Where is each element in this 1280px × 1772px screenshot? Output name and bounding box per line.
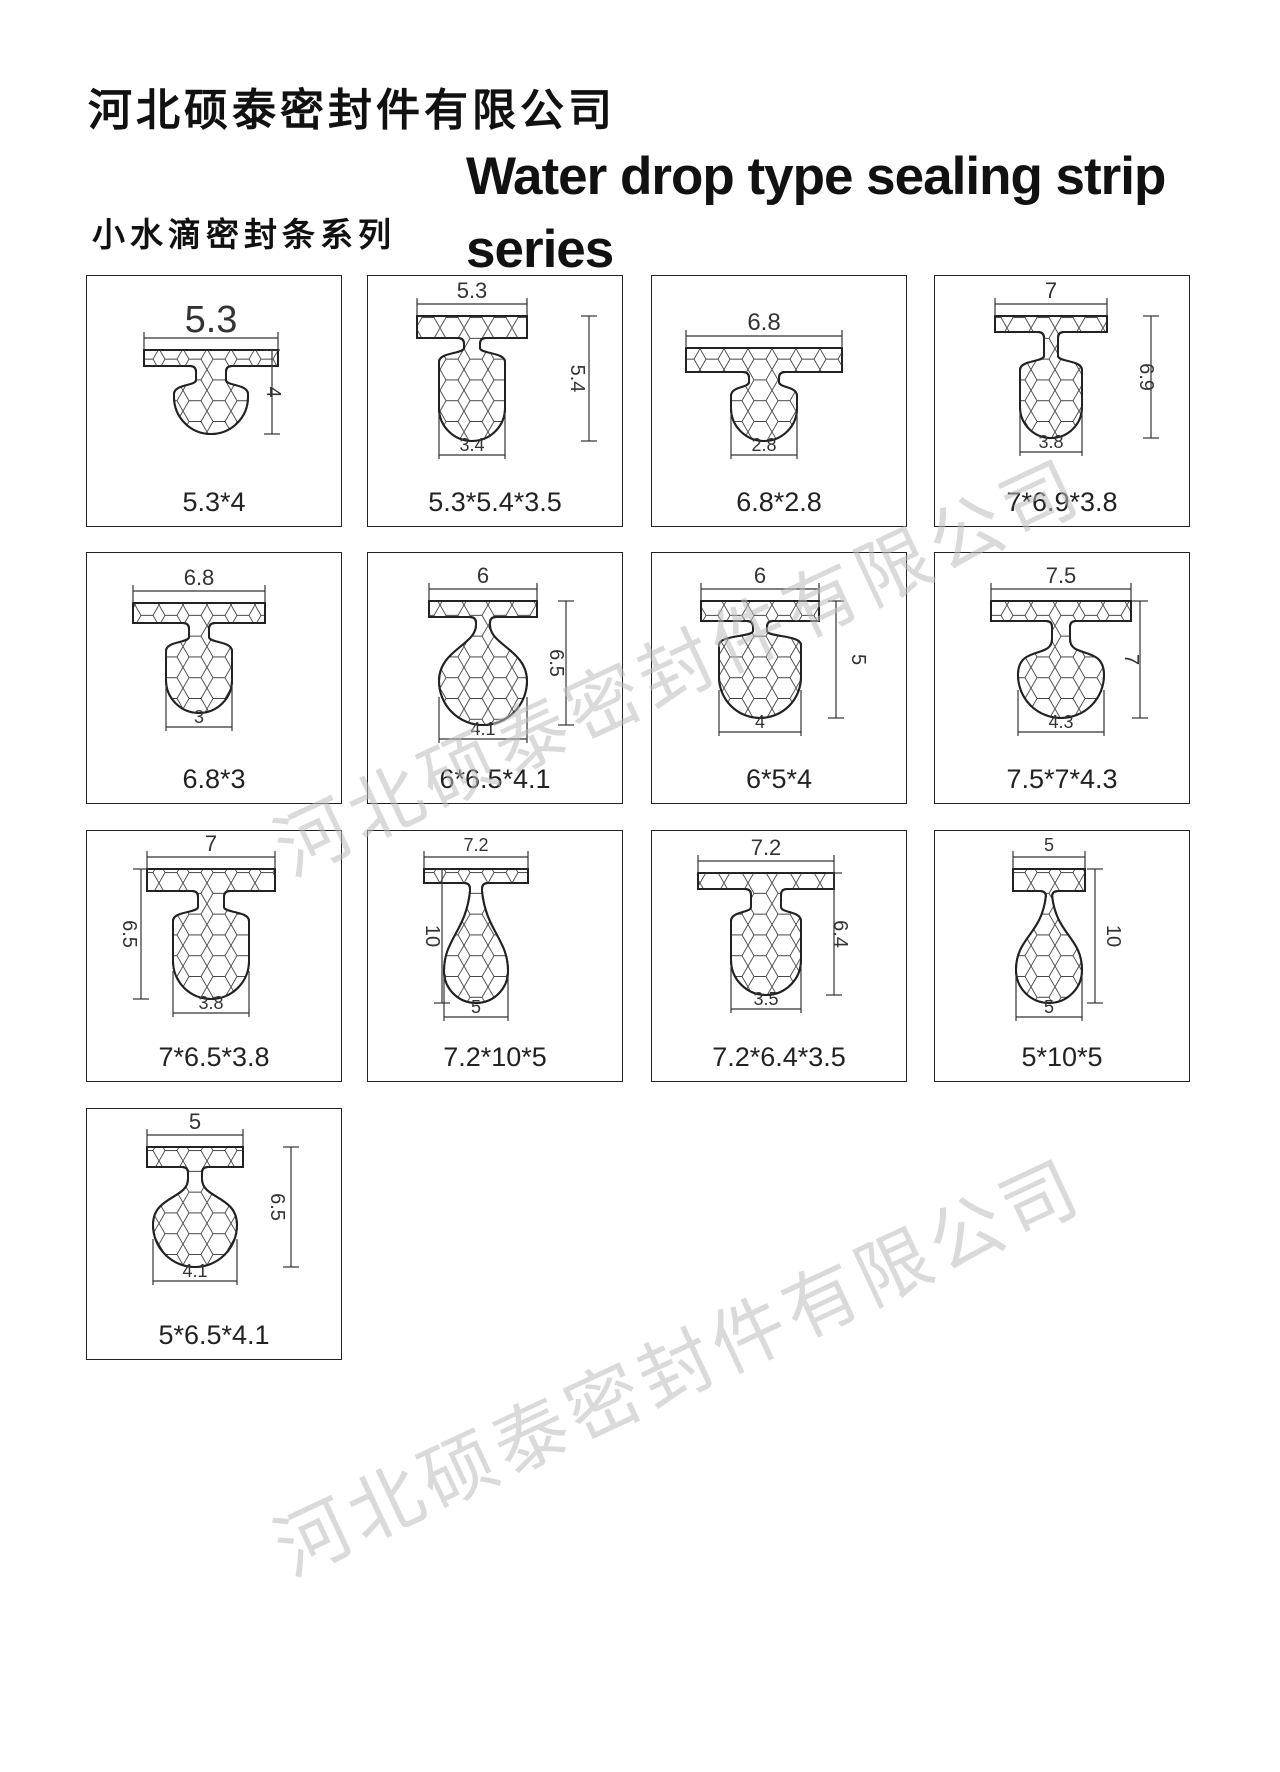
top-width-label: 5.3 [457,278,488,303]
product-size-caption: 6.8*3 [182,764,246,794]
bottom-width-label: 4.1 [470,719,495,739]
seal-profile-drawing: 7.2 10 5 [421,835,529,1021]
product-size-caption: 5.3*4 [182,487,246,517]
bottom-width-label: 5 [471,997,481,1017]
product-card: 6.8 2.8 6.8*2.8 [651,275,907,527]
product-size-caption: 6*5*4 [745,764,813,794]
seal-profile-drawing: 7.5 7 4.3 [990,563,1148,736]
product-card: 7.5 7 4.3 7.5*7*4.3 [934,552,1190,804]
top-width-label: 7.2 [463,835,488,855]
seal-profile-drawing: 5 10 5 [1012,835,1124,1021]
product-size-caption: 7.2*10*5 [443,1042,547,1072]
top-width-label: 7.2 [751,835,782,860]
series-title-en: Water drop type sealing strip series [466,147,1166,279]
bottom-width-label: 5 [1044,997,1054,1017]
product-size-caption: 5*6.5*4.1 [158,1320,270,1350]
seal-profile-drawing: 6 5 4 [700,563,869,736]
seal-profile-drawing: 6 6.5 4.1 [428,563,574,743]
product-card: 7 6.5 3.8 7*6.5*3.8 [86,830,342,1082]
product-card: 5 6.5 4.1 5*6.5*4.1 [86,1108,342,1360]
product-size-caption: 5*10*5 [1021,1042,1103,1072]
bottom-width-label: 4 [755,712,765,732]
height-label: 6.9 [1135,363,1157,391]
product-size-caption: 6*6.5*4.1 [439,764,551,794]
top-width-label: 6 [754,563,766,588]
height-label: 5 [847,654,869,665]
watermark-text: 河北硕泰密封件有限公司 [262,1143,1097,1594]
top-width-label: 6 [477,563,489,588]
top-width-label: 7 [1045,278,1057,303]
height-label: 4 [262,386,284,397]
bottom-width-label: 3.8 [198,993,223,1013]
product-card: 7.2 6.4 3.5 7.2*6.4*3.5 [651,830,907,1082]
top-width-label: 5 [1044,835,1054,855]
top-width-label: 5 [189,1109,201,1134]
top-width-label: 7.5 [1046,563,1077,588]
product-size-caption: 5.3*5.4*3.5 [428,487,562,517]
height-label: 5.4 [566,365,588,393]
seal-profile-drawing: 5 6.5 4.1 [146,1109,299,1285]
top-width-label: 6.8 [747,309,780,336]
bottom-width-label: 4.1 [182,1261,207,1281]
product-size-caption: 7.5*7*4.3 [1006,764,1118,794]
product-card: 5.3 5.4 3.4 5.3*5.4*3.5 [367,275,623,527]
product-card: 6 5 4 6*5*4 [651,552,907,804]
top-width-label: 5.3 [185,299,238,341]
product-size-caption: 7*6.9*3.8 [1006,487,1118,517]
product-card: 5 10 5 5*10*5 [934,830,1190,1082]
height-label: 10 [1102,925,1124,947]
bottom-width-label: 3.8 [1038,432,1063,452]
seal-profile-drawing: 7.2 6.4 3.5 [697,835,851,1013]
seal-profile-drawing: 6.8 2.8 [685,309,843,459]
seal-profile-drawing: 7 6.9 3.8 [994,278,1159,456]
height-label: 10 [421,925,443,947]
bottom-width-label: 3.5 [753,989,778,1009]
top-width-label: 7 [205,831,217,856]
bottom-width-label: 4.3 [1048,712,1073,732]
seal-profile-drawing: 6.83 [132,565,266,731]
product-card: 7 6.9 3.8 7*6.9*3.8 [934,275,1190,527]
bottom-width-label: 3 [194,707,204,727]
bottom-width-label: 2.8 [751,435,776,455]
product-card: 7.2 10 5 7.2*10*5 [367,830,623,1082]
height-label: 7 [1120,654,1142,665]
seal-profile-drawing: 5.34 [143,299,284,435]
height-label: 6.5 [118,920,140,948]
product-size-caption: 7*6.5*3.8 [158,1042,270,1072]
height-label: 6.4 [829,920,851,948]
company-name: 河北硕泰密封件有限公司 [88,85,616,136]
seal-profile-drawing: 5.3 5.4 3.4 [416,278,597,459]
top-width-label: 6.8 [184,565,215,590]
product-size-caption: 7.2*6.4*3.5 [712,1042,846,1072]
height-label: 6.5 [266,1193,288,1221]
height-label: 6.5 [545,649,567,677]
series-title-cn: 小水滴密封条系列 [92,215,396,254]
bottom-width-label: 3.4 [459,435,484,455]
product-size-caption: 6.8*2.8 [736,487,822,517]
product-card: 6 6.5 4.1 6*6.5*4.1 [367,552,623,804]
seal-profile-drawing: 7 6.5 3.8 [118,831,276,1017]
